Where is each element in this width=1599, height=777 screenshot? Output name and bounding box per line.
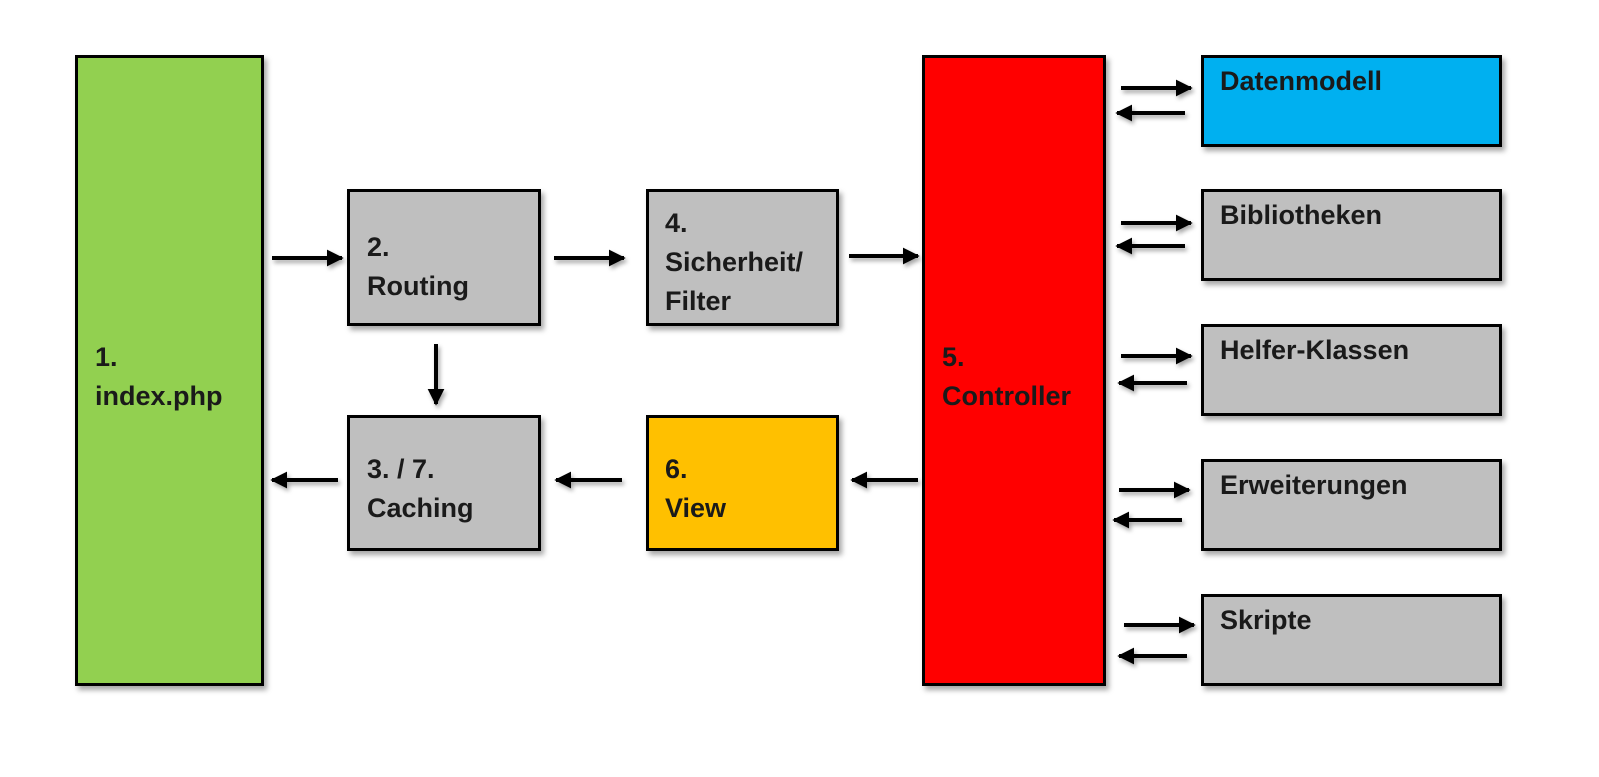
- skripte-label: Skripte: [1220, 605, 1312, 635]
- caching-label: Caching: [367, 493, 474, 523]
- security-filter-box: 4. Sicherheit/ Filter: [646, 189, 839, 326]
- bibliotheken-box: Bibliotheken: [1201, 189, 1502, 281]
- controller-label: Controller: [942, 381, 1072, 411]
- filter-step: 4.: [665, 208, 688, 238]
- bibliotheken-label: Bibliotheken: [1220, 200, 1383, 230]
- filter-label-line1: Sicherheit/: [665, 247, 804, 277]
- routing-box: 2. Routing: [347, 189, 541, 326]
- index-step: 1.: [95, 342, 118, 372]
- caching-step: 3. / 7.: [367, 454, 435, 484]
- routing-step: 2.: [367, 232, 390, 262]
- skripte-box: Skripte: [1201, 594, 1502, 686]
- filter-label-line2: Filter: [665, 286, 732, 316]
- helfer-klassen-label: Helfer-Klassen: [1220, 335, 1410, 365]
- helfer-klassen-box: Helfer-Klassen: [1201, 324, 1502, 416]
- view-step: 6.: [665, 454, 688, 484]
- view-label: View: [665, 493, 727, 523]
- index-label: index.php: [95, 381, 223, 411]
- routing-label: Routing: [367, 271, 469, 301]
- index-php-box: 1. index.php: [75, 55, 264, 686]
- caching-box: 3. / 7. Caching: [347, 415, 541, 551]
- erweiterungen-label: Erweiterungen: [1220, 470, 1408, 500]
- datenmodell-box: Datenmodell: [1201, 55, 1502, 147]
- datenmodell-label: Datenmodell: [1220, 66, 1383, 96]
- controller-box: 5. Controller: [922, 55, 1106, 686]
- controller-step: 5.: [942, 342, 965, 372]
- erweiterungen-box: Erweiterungen: [1201, 459, 1502, 551]
- view-box: 6. View: [646, 415, 839, 551]
